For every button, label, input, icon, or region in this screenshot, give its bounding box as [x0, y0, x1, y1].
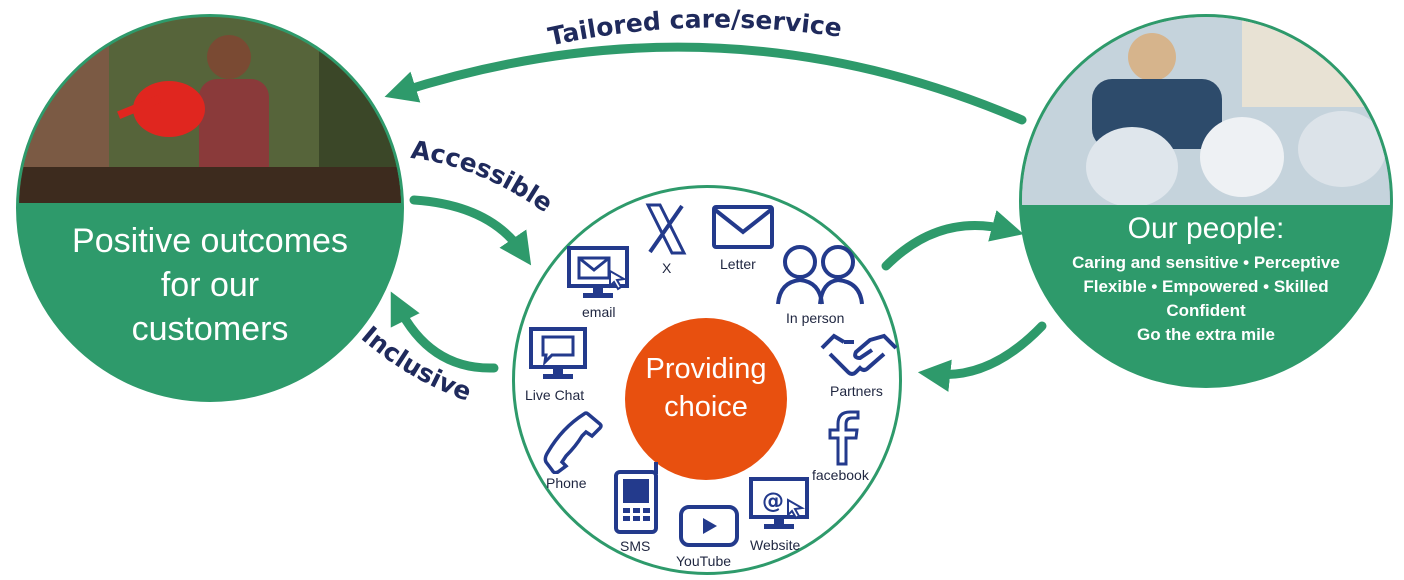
gardening-scene-illustration	[19, 17, 401, 203]
website-icon: @	[749, 477, 809, 529]
channel-label-x: X	[662, 260, 672, 276]
handshake-icon	[820, 333, 898, 376]
channel-label-letter: Letter	[720, 256, 756, 272]
channel-label-website: Website	[750, 537, 801, 553]
channel-label-sms: SMS	[620, 538, 651, 554]
tailored-care-arrow	[384, 42, 1027, 125]
x-logo-icon	[645, 203, 687, 255]
channel-label-phone: Phone	[546, 475, 587, 491]
providing-choice-text: Providing choice	[625, 350, 787, 426]
customer-outcomes-text: Positive outcomes for our customers	[19, 219, 401, 351]
accessible-arrow	[409, 195, 532, 266]
customer-outcomes-circle: Positive outcomes for our customers	[16, 14, 404, 402]
choice-line-1: Providing	[645, 353, 767, 385]
people-line-2: Flexible • Empowered • Skilled	[1083, 277, 1329, 296]
choice-to-people-arrow	[881, 210, 1024, 271]
people-line-1: Caring and sensitive • Perceptive	[1072, 253, 1340, 272]
channel-label-partners: Partners	[830, 383, 883, 399]
envelope-icon	[712, 205, 774, 249]
channel-label-youtube: YouTube	[676, 553, 732, 569]
customer-line-2: for our	[160, 266, 260, 304]
our-people-circle: Our people: Caring and sensitive • Perce…	[1019, 14, 1393, 388]
youtube-icon	[679, 505, 739, 547]
channel-label-in-person: In person	[786, 310, 845, 326]
people-qualities: Caring and sensitive • Perceptive Flexib…	[1022, 251, 1390, 347]
email-monitor-icon	[567, 246, 629, 298]
channel-label-live-chat: Live Chat	[525, 387, 585, 403]
inclusive-arrow	[390, 291, 499, 373]
customer-photo	[19, 17, 401, 203]
customer-line-1: Positive outcomes	[72, 222, 348, 260]
phone-handset-icon	[543, 411, 603, 474]
staff-with-children-illustration	[1022, 17, 1390, 205]
people-icon	[776, 245, 864, 305]
choice-line-2: choice	[664, 391, 748, 423]
svg-text:@: @	[762, 489, 784, 514]
channel-label-facebook: facebook	[812, 467, 869, 483]
customer-line-3: customers	[131, 310, 289, 348]
people-line-3: Confident	[1166, 301, 1246, 320]
providing-choice-core	[625, 318, 787, 480]
channel-label-email: email	[582, 304, 616, 320]
people-photo	[1022, 17, 1390, 205]
facebook-icon	[828, 410, 860, 466]
people-title: Our people:	[1127, 212, 1285, 245]
people-line-4: Go the extra mile	[1137, 325, 1275, 344]
mobile-phone-icon	[614, 462, 658, 534]
chat-monitor-icon	[529, 327, 587, 379]
people-to-choice-arrow	[917, 321, 1047, 392]
